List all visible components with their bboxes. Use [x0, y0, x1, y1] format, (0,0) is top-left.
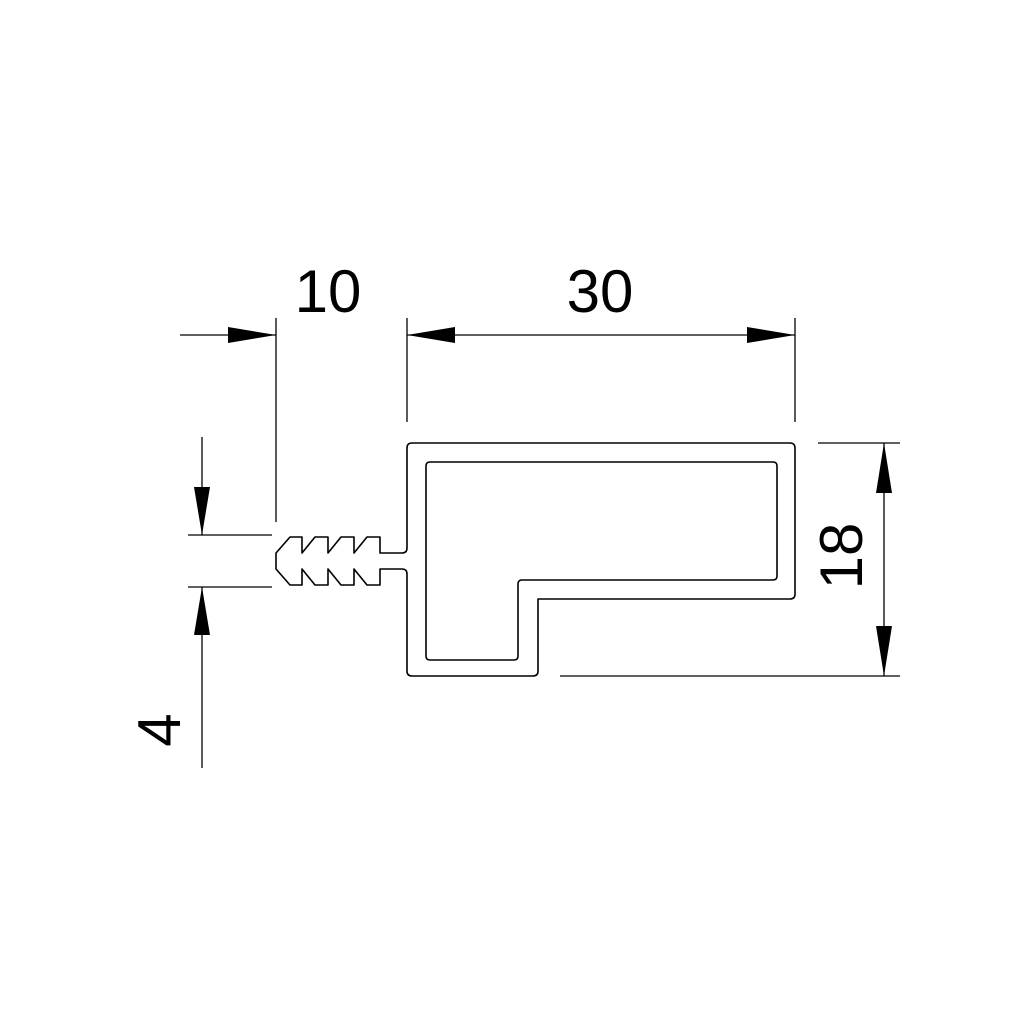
- profile-inner-contour: [425, 461, 778, 661]
- profile-outer-contour: [275, 442, 796, 677]
- label-18: 18: [808, 523, 875, 590]
- arrow-18-top: [876, 443, 892, 493]
- label-10: 10: [295, 258, 362, 325]
- label-4: 4: [126, 713, 193, 746]
- arrow-10: [228, 327, 276, 343]
- arrow-18-bottom: [876, 626, 892, 676]
- label-30: 30: [567, 258, 634, 325]
- arrow-4-top: [194, 487, 210, 535]
- dimension-18: 18: [560, 442, 900, 677]
- arrow-30-right: [747, 327, 795, 343]
- arrow-30-left: [407, 327, 455, 343]
- dimension-10: 10: [180, 258, 361, 522]
- dimension-30: 30: [406, 258, 796, 422]
- arrow-4-bottom: [194, 587, 210, 635]
- dimension-4: 4: [126, 437, 272, 768]
